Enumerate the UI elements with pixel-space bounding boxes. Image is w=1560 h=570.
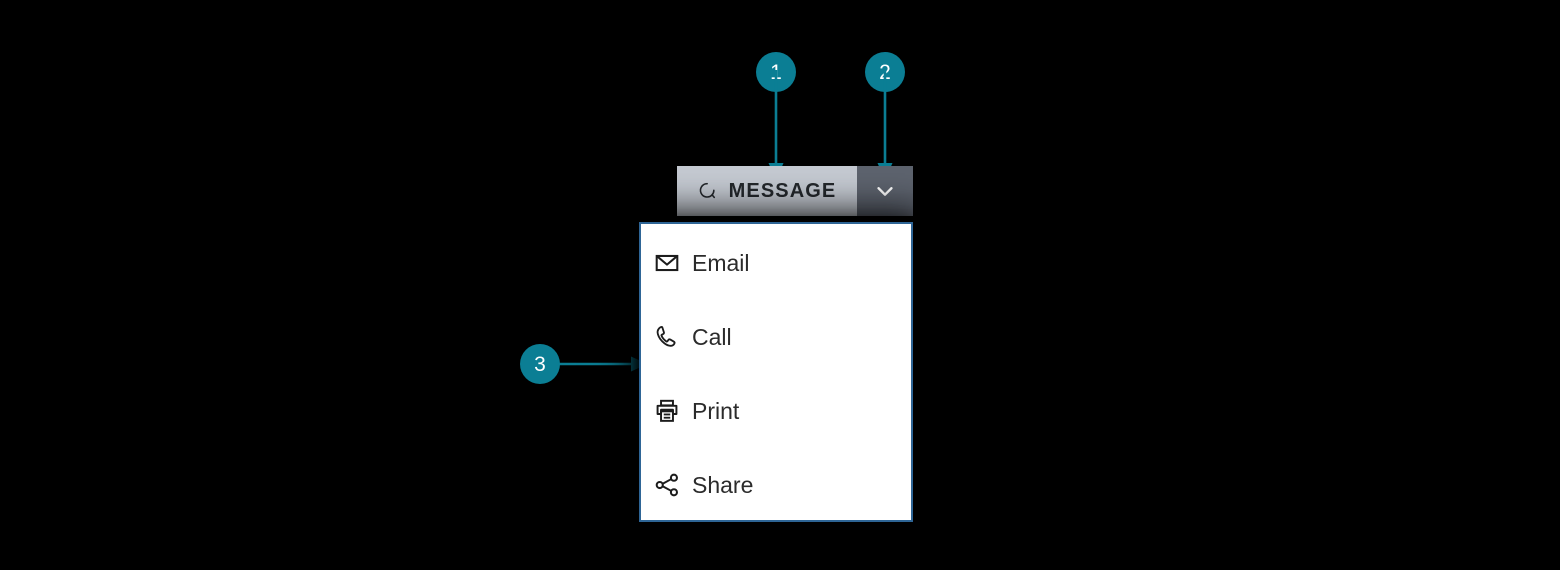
callout-arrow-1: [768, 70, 784, 180]
message-dropdown-toggle[interactable]: [857, 166, 913, 216]
callout-arrow-3: [556, 356, 648, 372]
phone-icon: [654, 324, 680, 350]
menu-item-email-label: Email: [692, 249, 750, 276]
menu-item-print[interactable]: Print: [641, 385, 911, 437]
menu-item-call-label: Call: [692, 323, 732, 350]
menu-item-share[interactable]: Share: [641, 459, 911, 511]
menu-item-call[interactable]: Call: [641, 311, 911, 363]
menu-item-share-label: Share: [692, 471, 754, 498]
callout-badge-3-number: 3: [534, 352, 546, 376]
share-nodes-icon: [654, 472, 680, 498]
menu-item-email[interactable]: Email: [641, 237, 911, 289]
callout-badge-3: 3: [520, 344, 560, 384]
message-button[interactable]: MESSAGE: [677, 166, 857, 216]
message-bubble-icon: [699, 182, 715, 199]
envelope-icon: [654, 250, 680, 276]
menu-item-print-label: Print: [692, 397, 740, 424]
dropdown-panel: Email Call: [639, 222, 913, 522]
callout-arrow-2: [877, 70, 893, 180]
printer-icon: [654, 398, 680, 424]
dropdown-menu-list: Email Call: [641, 224, 911, 520]
message-split-button: MESSAGE: [677, 166, 913, 216]
message-button-label: MESSAGE: [728, 180, 837, 202]
chevron-down-icon: [877, 187, 893, 196]
